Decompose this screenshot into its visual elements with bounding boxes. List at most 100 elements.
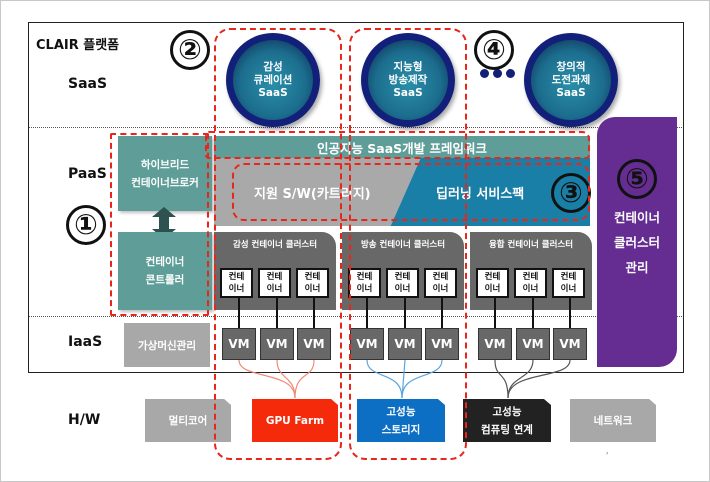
cluster-mgmt-label: 컨테이너 클러스터 관리 — [614, 205, 660, 280]
saas-broadcast-production: 지능형 방송제작 SaaS — [361, 33, 455, 127]
container-text: 컨테 — [484, 272, 501, 282]
saas-line2: 방송제작 — [388, 73, 428, 86]
container-text: 컨테 — [560, 272, 577, 282]
ellipsis-dots — [480, 69, 515, 78]
layer-label-paas: PaaS — [68, 166, 107, 182]
saas-line3: SaaS — [258, 86, 288, 99]
controller-line1: 컨테이너 — [145, 256, 185, 268]
saas-creative-challenge: 창의적 도전과제 SaaS — [524, 33, 618, 127]
connector-line — [404, 298, 406, 328]
dot — [506, 69, 515, 78]
saas-line3: SaaS — [556, 86, 586, 99]
hw-label: 고성능 — [492, 405, 522, 418]
hw-network: 네트워크 — [570, 399, 656, 442]
connector-line — [313, 298, 315, 328]
container-text: 이너 — [522, 284, 539, 294]
hw-gpu-farm: GPU Farm — [252, 399, 338, 442]
container-cluster-management: ⑤ 컨테이너 클러스터 관리 — [597, 117, 677, 367]
vm-box: VM — [516, 328, 550, 360]
vm-box: VM — [553, 328, 587, 360]
vm-box: VM — [260, 328, 294, 360]
marker-2: ② — [170, 30, 210, 70]
cluster-label: 방송 컨테이너 클러스터 — [360, 240, 446, 250]
saas-line1: 감성 — [263, 60, 283, 73]
container-text: 이너 — [356, 284, 373, 294]
vm-box: VM — [388, 328, 422, 360]
hw-hpc-linkage: 고성능 컴퓨팅 연계 — [463, 399, 551, 442]
container-text: 컨테 — [266, 272, 283, 282]
hw-label: 스토리지 — [381, 423, 421, 436]
vm-box: VM — [222, 328, 256, 360]
container-text: 컨테 — [228, 272, 245, 282]
controller-line2: 콘트롤러 — [145, 274, 185, 286]
cluster-mgmt-line2: 클러스터 — [613, 235, 660, 250]
container-text: 컨테 — [522, 272, 539, 282]
highlight-emotion-column — [214, 28, 342, 460]
hw-label: 컴퓨팅 연계 — [481, 423, 533, 436]
deep-learning-service-pack-label: 딥러닝 서비스팩 — [436, 187, 525, 202]
saas-line3: SaaS — [393, 86, 423, 99]
container-text: 이너 — [560, 284, 577, 294]
container-text: 이너 — [484, 284, 501, 294]
highlight-broadcast-column — [349, 28, 467, 460]
saas-line1: 창의적 — [556, 60, 586, 73]
bidirectional-arrow-icon — [152, 207, 176, 239]
highlight-service-pack — [232, 163, 590, 221]
broker-line1: 하이브리드 — [140, 158, 190, 171]
cluster-mgmt-line3: 관리 — [625, 260, 649, 275]
connector-line — [494, 298, 496, 328]
connector-line — [441, 298, 443, 328]
container-text: 컨테 — [304, 272, 321, 282]
marker-5: ⑤ — [617, 159, 657, 199]
hw-label: 네트워크 — [593, 414, 633, 427]
container-text: 컨테 — [432, 272, 449, 282]
container-text: 컨테 — [356, 272, 373, 282]
vm-box: VM — [350, 328, 384, 360]
hw-high-performance-storage: 고성능 스토리지 — [357, 399, 445, 442]
saas-line2: 도전과제 — [551, 73, 591, 86]
dot — [480, 69, 489, 78]
connector-line — [238, 298, 240, 328]
connector-line — [366, 298, 368, 328]
container-text: 컨테 — [394, 272, 411, 282]
vm-management: 가상머신관리 — [124, 323, 210, 367]
hw-multicore: 멀티코어 — [145, 399, 231, 442]
vm-box: VM — [478, 328, 512, 360]
cluster-label: 융합 컨테이너 클러스터 — [488, 240, 574, 250]
container-controller: 컨테이너 콘트롤러 — [118, 232, 212, 310]
dot — [493, 69, 502, 78]
connector-line — [569, 298, 571, 328]
container-text: 이너 — [432, 284, 449, 294]
layer-label-saas: SaaS — [68, 76, 108, 92]
marker-4: ④ — [474, 30, 514, 70]
ai-saas-dev-framework: 인공지능 SaaS개발 프레임워크 — [214, 136, 590, 158]
container-text: 이너 — [266, 284, 283, 294]
container-text: 이너 — [394, 284, 411, 294]
saas-emotion-curation: 감성 큐레이션 SaaS — [226, 33, 320, 127]
layer-label-hw: H/W — [68, 412, 101, 428]
hw-label: 고성능 — [386, 405, 416, 418]
container-text: 이너 — [304, 284, 321, 294]
footnote-mark: › — [606, 450, 609, 457]
connector-line — [532, 298, 534, 328]
paas-iaas-divider — [29, 316, 682, 317]
vm-box: VM — [297, 328, 331, 360]
hw-label: 멀티코어 — [168, 414, 208, 427]
broker-line2: 컨테이너브로커 — [131, 176, 199, 189]
service-pack-bar: 지원 S/W(카트리지) 딥러닝 서비스팩 — [214, 158, 590, 226]
container-text: 이너 — [228, 284, 245, 294]
saas-line1: 지능형 — [393, 60, 423, 73]
cluster-mgmt-line1: 컨테이너 — [613, 210, 660, 225]
hw-label: GPU Farm — [265, 414, 325, 427]
connector-line — [276, 298, 278, 328]
hybrid-container-broker: 하이브리드 컨테이너브로커 — [118, 136, 212, 211]
